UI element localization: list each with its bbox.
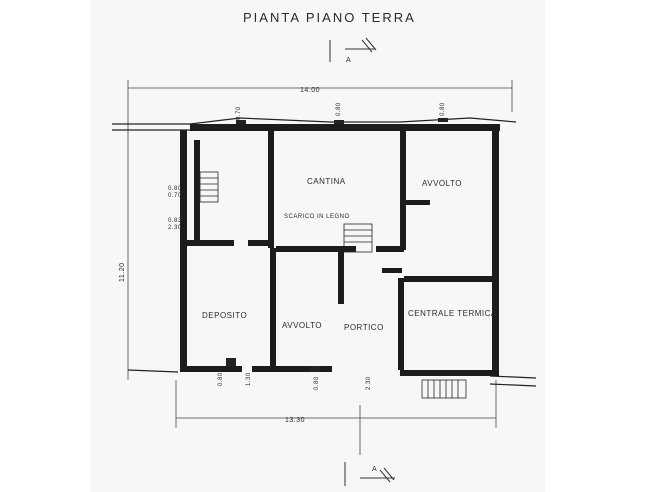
opening-top-left: 0.70 xyxy=(236,106,242,120)
opening-left-upper-a: 0.80 xyxy=(168,186,182,192)
dimension-line-top xyxy=(127,80,513,112)
opening-top-right: 0.80 xyxy=(440,102,446,116)
room-cantina: CANTINA xyxy=(307,177,346,186)
staircase-left xyxy=(199,171,219,203)
opening-bottom-d: 2.30 xyxy=(366,376,372,390)
opening-left-upper-b: 0.70 xyxy=(168,193,182,199)
section-marker-bottom xyxy=(344,462,395,486)
room-avvolto-center: AVVOLTO xyxy=(282,321,322,330)
room-centrale-termica: CENTRALE TERMICA xyxy=(408,309,497,318)
opening-bottom-c: 0.80 xyxy=(314,376,320,390)
dimension-left: 11.20 xyxy=(119,263,126,283)
opening-top-mid: 0.80 xyxy=(336,102,342,116)
opening-bottom-a: 0.80 xyxy=(218,372,224,386)
room-deposito: DEPOSITO xyxy=(202,311,247,320)
dimension-top: 14.00 xyxy=(300,87,320,94)
opening-left-lower-b: 2.30 xyxy=(168,225,182,231)
room-portico: PORTICO xyxy=(344,323,384,332)
opening-bottom-b: 1.30 xyxy=(246,372,252,386)
section-marker-top xyxy=(329,37,377,62)
room-note-stairs: SCARICO IN LEGNO xyxy=(284,214,350,220)
opening-left-lower-a: 0.83 xyxy=(168,218,182,224)
plan-title: PIANTA PIANO TERRA xyxy=(243,10,416,25)
walls xyxy=(180,124,500,376)
staircase-center xyxy=(343,223,373,253)
dimension-line-bottom xyxy=(175,380,497,455)
section-label-top: A xyxy=(346,57,351,64)
staircase-bottom xyxy=(421,379,467,399)
window-marks xyxy=(226,118,448,372)
room-avvolto-right: AVVOLTO xyxy=(422,179,462,188)
dimension-bottom: 13.30 xyxy=(285,417,305,424)
section-label-bottom: A xyxy=(372,466,377,473)
